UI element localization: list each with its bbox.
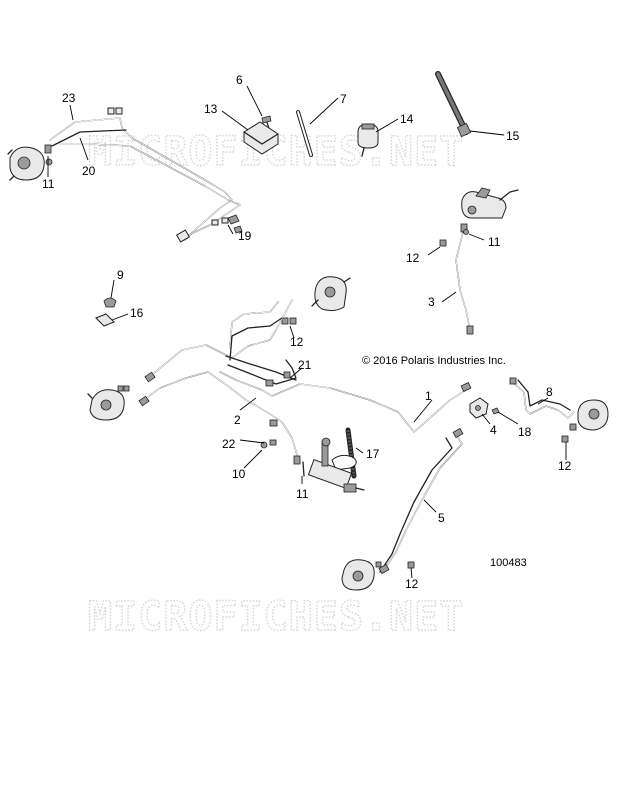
callout-12-bottom: 12 xyxy=(405,577,419,591)
callout-17: 17 xyxy=(366,447,380,461)
callout-13: 13 xyxy=(204,102,218,116)
caliper-front-right xyxy=(341,559,382,591)
callout-2: 2 xyxy=(234,413,241,427)
tube-7 xyxy=(296,110,313,157)
callout-16: 16 xyxy=(130,306,144,320)
clip-19 xyxy=(227,214,243,234)
callout-1: 1 xyxy=(425,389,432,403)
callout-8: 8 xyxy=(546,385,553,399)
valve-17 xyxy=(331,427,357,479)
callout-11-master: 11 xyxy=(488,235,501,249)
callout-5: 5 xyxy=(438,511,445,525)
caliper-front-left xyxy=(7,146,45,181)
callout-11-top-left: 11 xyxy=(42,177,55,191)
callout-12-right: 12 xyxy=(558,459,572,473)
brake-line-8 xyxy=(509,377,575,419)
callout-19: 19 xyxy=(238,229,252,243)
clip-16 xyxy=(95,313,115,327)
callout-6: 6 xyxy=(236,73,243,87)
callout-15: 15 xyxy=(506,129,520,143)
grommet-9 xyxy=(103,297,117,308)
master-cylinder xyxy=(461,187,519,219)
valve-body xyxy=(307,437,365,493)
callout-4: 4 xyxy=(490,423,497,437)
bolt-18 xyxy=(491,407,500,415)
caliper-rear-right xyxy=(569,399,609,431)
callout-12-upper: 12 xyxy=(290,335,304,349)
callout-20: 20 xyxy=(82,164,96,178)
brake-line-3 xyxy=(455,223,474,335)
caliper-rear-upper xyxy=(311,276,351,312)
rod-15 xyxy=(435,71,472,138)
callout-22: 22 xyxy=(222,437,236,451)
callout-7: 7 xyxy=(340,92,347,106)
bracket-13 xyxy=(243,121,279,155)
junction-4 xyxy=(469,397,489,419)
callout-23: 23 xyxy=(62,91,76,105)
watermark-bottom: MICROFICHES.NET xyxy=(88,594,464,640)
callout-21: 21 xyxy=(298,358,312,372)
brake-line-network xyxy=(138,299,472,465)
callout-3: 3 xyxy=(428,295,435,309)
brake-line-5 xyxy=(378,427,464,575)
callout-12-master: 12 xyxy=(406,251,420,265)
callout-10: 10 xyxy=(232,467,246,481)
brake-line-front-left xyxy=(44,107,241,243)
figure-number: 100483 xyxy=(490,557,527,569)
caliper-rear-left xyxy=(87,385,130,421)
callout-9: 9 xyxy=(117,268,124,282)
reservoir-14 xyxy=(357,123,379,157)
copyright-text: © 2016 Polaris Industries Inc. xyxy=(362,355,506,367)
callout-14: 14 xyxy=(400,112,414,126)
callout-11-valve: 11 xyxy=(296,487,309,501)
callout-18: 18 xyxy=(518,425,532,439)
